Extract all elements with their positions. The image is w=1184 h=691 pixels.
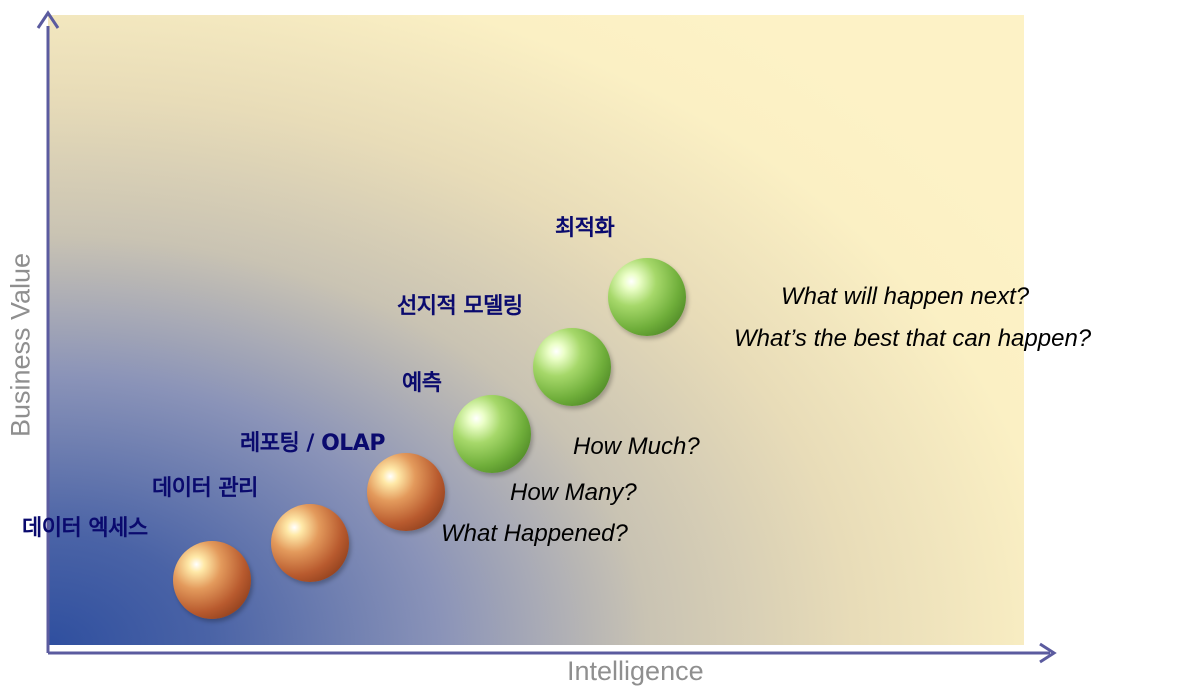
y-axis-label: Business Value (5, 252, 36, 438)
sphere-data-access (173, 541, 251, 619)
sphere-predictive-modeling (533, 328, 611, 406)
sphere-data-management (271, 504, 349, 582)
question-what-happened: What Happened? (441, 520, 628, 547)
stage-label-prediction: 예측 (402, 371, 442, 396)
question-how-many: How Many? (510, 479, 637, 506)
question-what-will-happen-next: What will happen next? (781, 283, 1030, 310)
stage-label-data-management: 데이터 관리 (152, 476, 258, 501)
sphere-optimization (608, 258, 686, 336)
stage-label-reporting-olap: 레포팅 / OLAP (240, 431, 385, 456)
y-axis-arrowhead (36, 10, 60, 29)
sphere-reporting-olap (367, 453, 445, 531)
sphere-prediction (453, 395, 531, 473)
stage-label-optimization: 최적화 (555, 216, 615, 241)
gradient-background (48, 15, 1024, 645)
x-axis-arrowhead (1039, 642, 1057, 664)
x-axis-label: Intelligence (567, 656, 704, 686)
question-best-that-can-happen: What’s the best that can happen? (734, 325, 1092, 352)
stage-label-data-access: 데이터 엑세스 (22, 516, 148, 541)
question-how-much: How Much? (573, 433, 700, 460)
stage-label-predictive-modeling: 선지적 모델링 (397, 294, 523, 319)
